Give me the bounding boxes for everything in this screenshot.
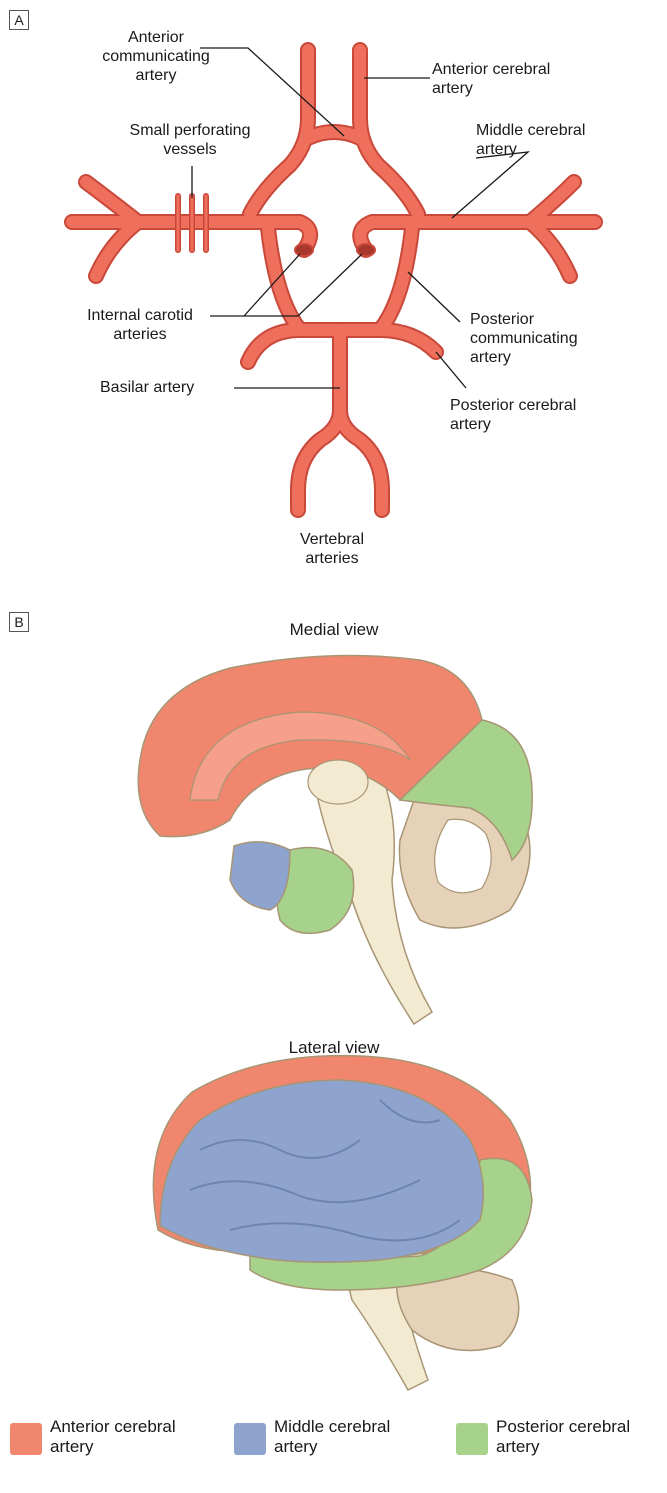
legend-middle-label: Middle cerebral artery	[274, 1417, 464, 1457]
legend-middle-swatch	[234, 1423, 266, 1455]
legend-anterior-label: Anterior cerebral artery	[50, 1417, 240, 1457]
legend-posterior-swatch	[456, 1423, 488, 1455]
legend-anterior-swatch	[10, 1423, 42, 1455]
legend-middle-cerebral: Middle cerebral artery	[234, 1417, 434, 1467]
legend-anterior-cerebral: Anterior cerebral artery	[10, 1417, 220, 1467]
legend-posterior-label: Posterior cerebral artery	[496, 1417, 666, 1457]
legend-posterior-cerebral: Posterior cerebral artery	[456, 1417, 666, 1467]
